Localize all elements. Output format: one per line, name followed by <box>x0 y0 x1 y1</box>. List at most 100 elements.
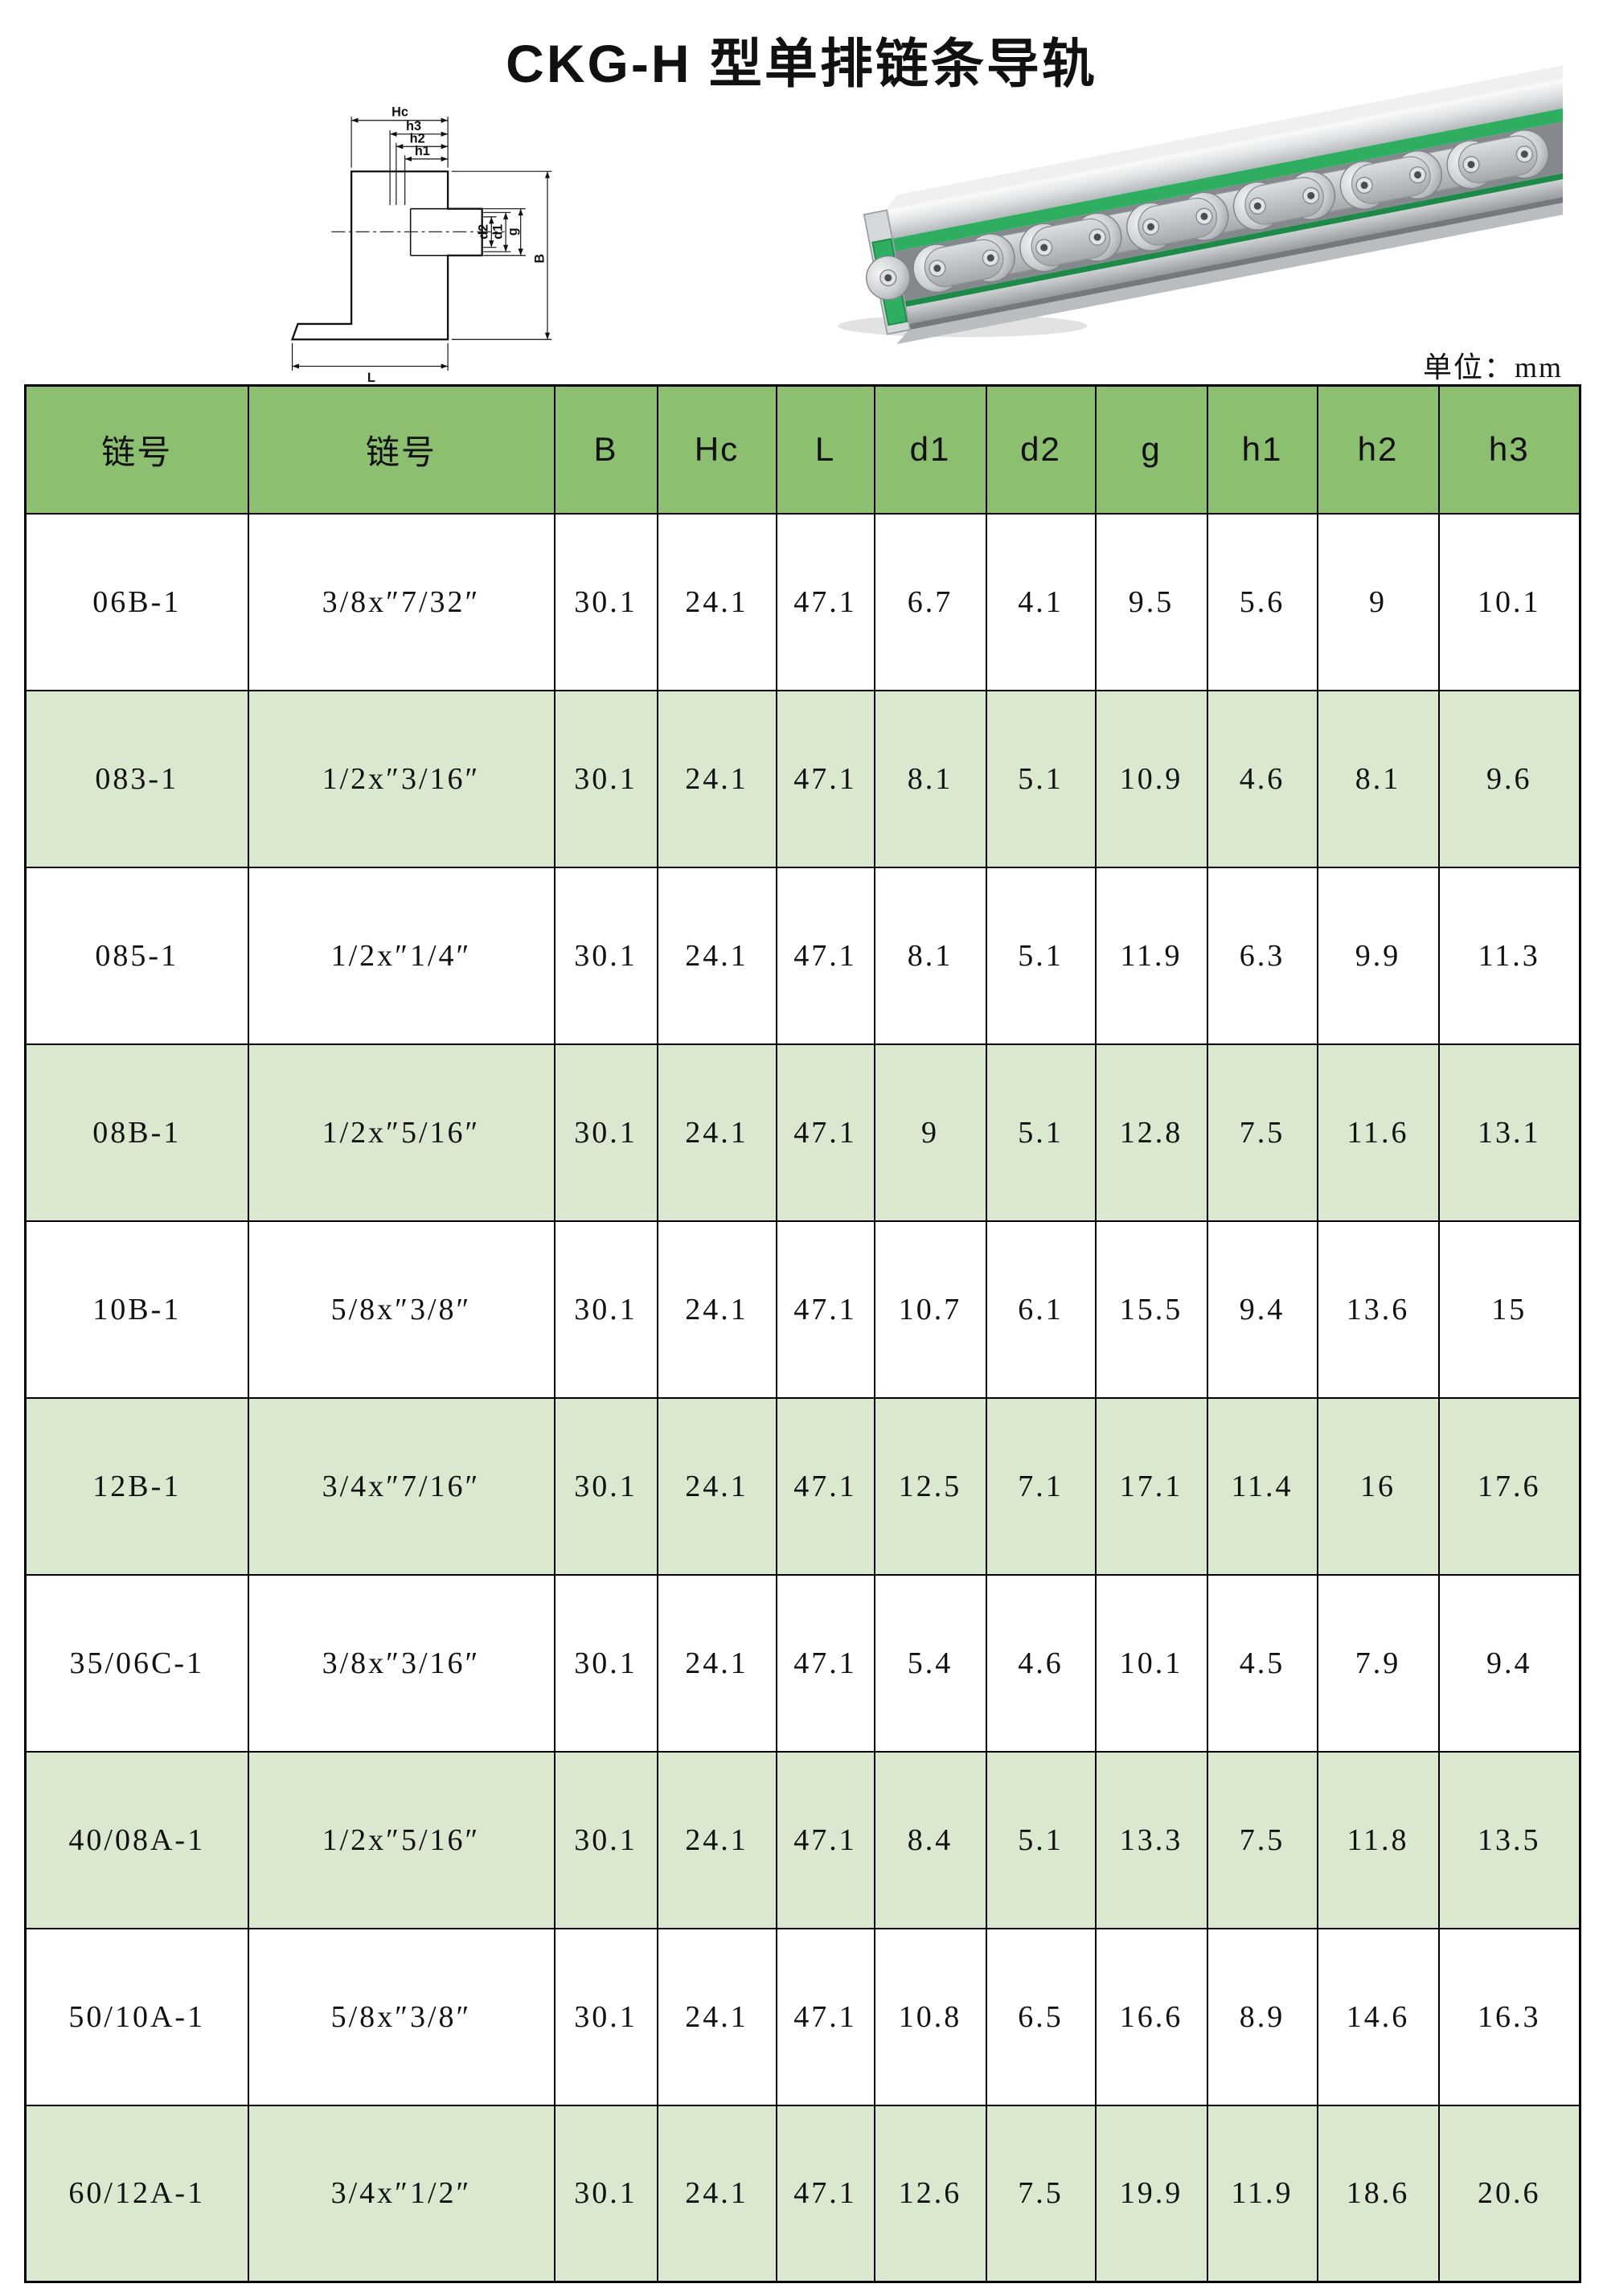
dim-value-cell: 24.1 <box>656 512 777 691</box>
dim-value-cell: 7.5 <box>1206 1043 1318 1222</box>
dim-value-cell: 10.1 <box>1094 1573 1208 1753</box>
dim-value-cell: 9.9 <box>1316 866 1440 1045</box>
dim-value-cell: 9.4 <box>1206 1220 1318 1399</box>
dim-value-cell: 9 <box>873 1043 987 1222</box>
dim-value-cell: 30.1 <box>553 1573 658 1753</box>
dim-value-cell: 7.5 <box>1206 1750 1318 1929</box>
dim-value-cell: 47.1 <box>775 1750 875 1929</box>
dim-value-cell: 10.8 <box>873 1927 987 2106</box>
product-photo <box>838 63 1563 345</box>
dim-value-cell: 9 <box>1316 512 1440 691</box>
chain-no-cell: 50/10A-1 <box>24 1927 249 2106</box>
dim-value-cell: 47.1 <box>775 1927 875 2106</box>
dim-value-cell: 47.1 <box>775 2104 875 2283</box>
dim-value-cell: 6.3 <box>1206 866 1318 1045</box>
dim-value-cell: 17.6 <box>1437 1396 1581 1576</box>
dim-value-cell: 19.9 <box>1094 2104 1208 2283</box>
column-header: Hc <box>656 384 777 515</box>
dim-value-cell: 30.1 <box>553 1927 658 2106</box>
column-header: h3 <box>1437 384 1581 515</box>
dim-value-cell: 4.6 <box>1206 689 1318 868</box>
size-cell: 1/2x″5/16″ <box>247 1043 556 1222</box>
column-header: d2 <box>985 384 1097 515</box>
dim-value-cell: 16.3 <box>1437 1927 1581 2106</box>
column-header: g <box>1094 384 1208 515</box>
column-header: B <box>553 384 658 515</box>
dim-value-cell: 16 <box>1316 1396 1440 1576</box>
chain-no-cell: 12B-1 <box>24 1396 249 1576</box>
dim-value-cell: 24.1 <box>656 1220 777 1399</box>
dim-value-cell: 24.1 <box>656 866 777 1045</box>
size-cell: 1/2x″5/16″ <box>247 1750 556 1929</box>
dim-value-cell: 8.1 <box>873 689 987 868</box>
dim-value-cell: 30.1 <box>553 1750 658 1929</box>
dim-label-h1: h1 <box>415 144 430 158</box>
dim-label-g: g <box>506 228 520 236</box>
dim-value-cell: 18.6 <box>1316 2104 1440 2283</box>
dim-value-cell: 30.1 <box>553 1220 658 1399</box>
chain-no-cell: 085-1 <box>24 866 249 1045</box>
dim-value-cell: 30.1 <box>553 2104 658 2283</box>
dim-value-cell: 15.5 <box>1094 1220 1208 1399</box>
dim-value-cell: 13.3 <box>1094 1750 1208 1929</box>
dim-value-cell: 12.5 <box>873 1396 987 1576</box>
dim-value-cell: 20.6 <box>1437 2104 1581 2283</box>
dim-value-cell: 5.1 <box>985 866 1097 1045</box>
dim-label-h2: h2 <box>410 132 425 146</box>
dim-label-b: B <box>532 254 547 264</box>
dim-value-cell: 13.6 <box>1316 1220 1440 1399</box>
rail-profile-outline <box>290 170 483 341</box>
dim-value-cell: 11.4 <box>1206 1396 1318 1576</box>
dim-value-cell: 24.1 <box>656 1927 777 2106</box>
dim-value-cell: 47.1 <box>775 1220 875 1399</box>
column-header: 链号 <box>24 384 249 515</box>
dim-value-cell: 12.6 <box>873 2104 987 2283</box>
size-cell: 5/8x″3/8″ <box>247 1220 556 1399</box>
dim-value-cell: 47.1 <box>775 689 875 868</box>
dim-value-cell: 9.6 <box>1437 689 1581 868</box>
dim-value-cell: 24.1 <box>656 1043 777 1222</box>
dim-value-cell: 30.1 <box>553 1043 658 1222</box>
dim-value-cell: 7.9 <box>1316 1573 1440 1753</box>
dim-value-cell: 16.6 <box>1094 1927 1208 2106</box>
column-header: d1 <box>873 384 987 515</box>
dim-label-d1: d1 <box>490 224 505 240</box>
dim-value-cell: 30.1 <box>553 512 658 691</box>
dim-value-cell: 5.4 <box>873 1573 987 1753</box>
dim-value-cell: 8.1 <box>873 866 987 1045</box>
size-cell: 1/2x″1/4″ <box>247 866 556 1045</box>
dim-value-cell: 7.5 <box>985 2104 1097 2283</box>
dim-value-cell: 11.8 <box>1316 1750 1440 1929</box>
chain-no-cell: 08B-1 <box>24 1043 249 1222</box>
unit-label: 单位：mm <box>1422 351 1563 383</box>
dim-value-cell: 13.5 <box>1437 1750 1581 1929</box>
dim-value-cell: 30.1 <box>553 866 658 1045</box>
chain-no-cell: 35/06C-1 <box>24 1573 249 1753</box>
column-header: h2 <box>1316 384 1440 515</box>
dim-value-cell: 24.1 <box>656 1396 777 1576</box>
dim-value-cell: 12.8 <box>1094 1043 1208 1222</box>
rail-assembly <box>863 63 1563 345</box>
dim-label-h3: h3 <box>406 119 421 133</box>
dim-value-cell: 5.6 <box>1206 512 1318 691</box>
dim-value-cell: 13.1 <box>1437 1043 1581 1222</box>
dim-value-cell: 24.1 <box>656 1573 777 1753</box>
chain-no-cell: 60/12A-1 <box>24 2104 249 2283</box>
dim-value-cell: 10.9 <box>1094 689 1208 868</box>
dim-value-cell: 8.4 <box>873 1750 987 1929</box>
dim-value-cell: 7.1 <box>985 1396 1097 1576</box>
dim-value-cell: 4.5 <box>1206 1573 1318 1753</box>
dim-value-cell: 5.1 <box>985 1043 1097 1222</box>
